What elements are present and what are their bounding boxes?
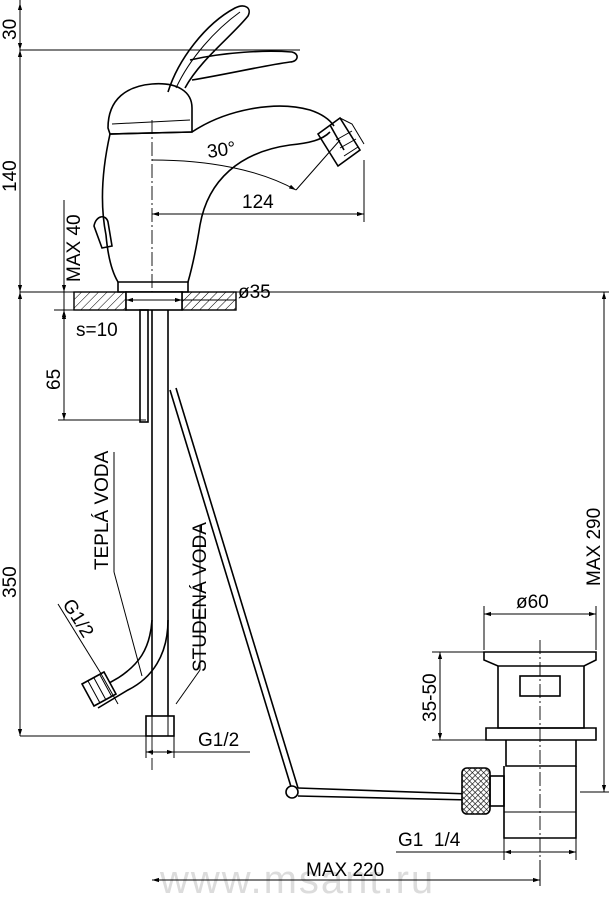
- dim-140: 140: [0, 160, 21, 192]
- dim-max-40: MAX 40: [64, 214, 85, 282]
- label-tepla-voda: TEPLÁ VODA: [92, 450, 113, 570]
- label-studena-voda: STUDENÁ VODA: [190, 522, 211, 672]
- dim-angle-30: 30°: [206, 138, 237, 163]
- dimension-texts: 30 140 350 MAX 40 65 30° 124 ø35 s=10 ø6…: [0, 19, 605, 881]
- aerator: [316, 116, 365, 168]
- watermark: www.msant.ru: [159, 858, 435, 900]
- faucet-body: [93, 5, 365, 293]
- water-labels: TEPLÁ VODA STUDENÁ VODA: [92, 450, 211, 672]
- dim-124: 124: [242, 192, 274, 213]
- worktop-section: [73, 291, 237, 311]
- dim-max-220: MAX 220: [306, 860, 384, 881]
- dim-s-10: s=10: [76, 320, 118, 341]
- dim-65: 65: [44, 369, 65, 390]
- pull-rod: [169, 387, 471, 801]
- popup-waste: [461, 651, 597, 839]
- dim-350: 350: [0, 566, 21, 598]
- dim-phi-35: ø35: [238, 282, 271, 303]
- dim-g12-bottom: G1/2: [198, 730, 239, 751]
- dim-max-290: MAX 290: [584, 508, 605, 586]
- dim-35-50: 35-50: [420, 673, 441, 722]
- dim-30: 30: [0, 19, 21, 40]
- hoses: [80, 309, 175, 737]
- dim-phi-60: ø60: [516, 592, 549, 613]
- dim-g1-1-4: G1 1/4: [398, 830, 461, 851]
- dimension-lines: [17, 0, 609, 886]
- dim-g12-left: G1/2: [58, 596, 98, 642]
